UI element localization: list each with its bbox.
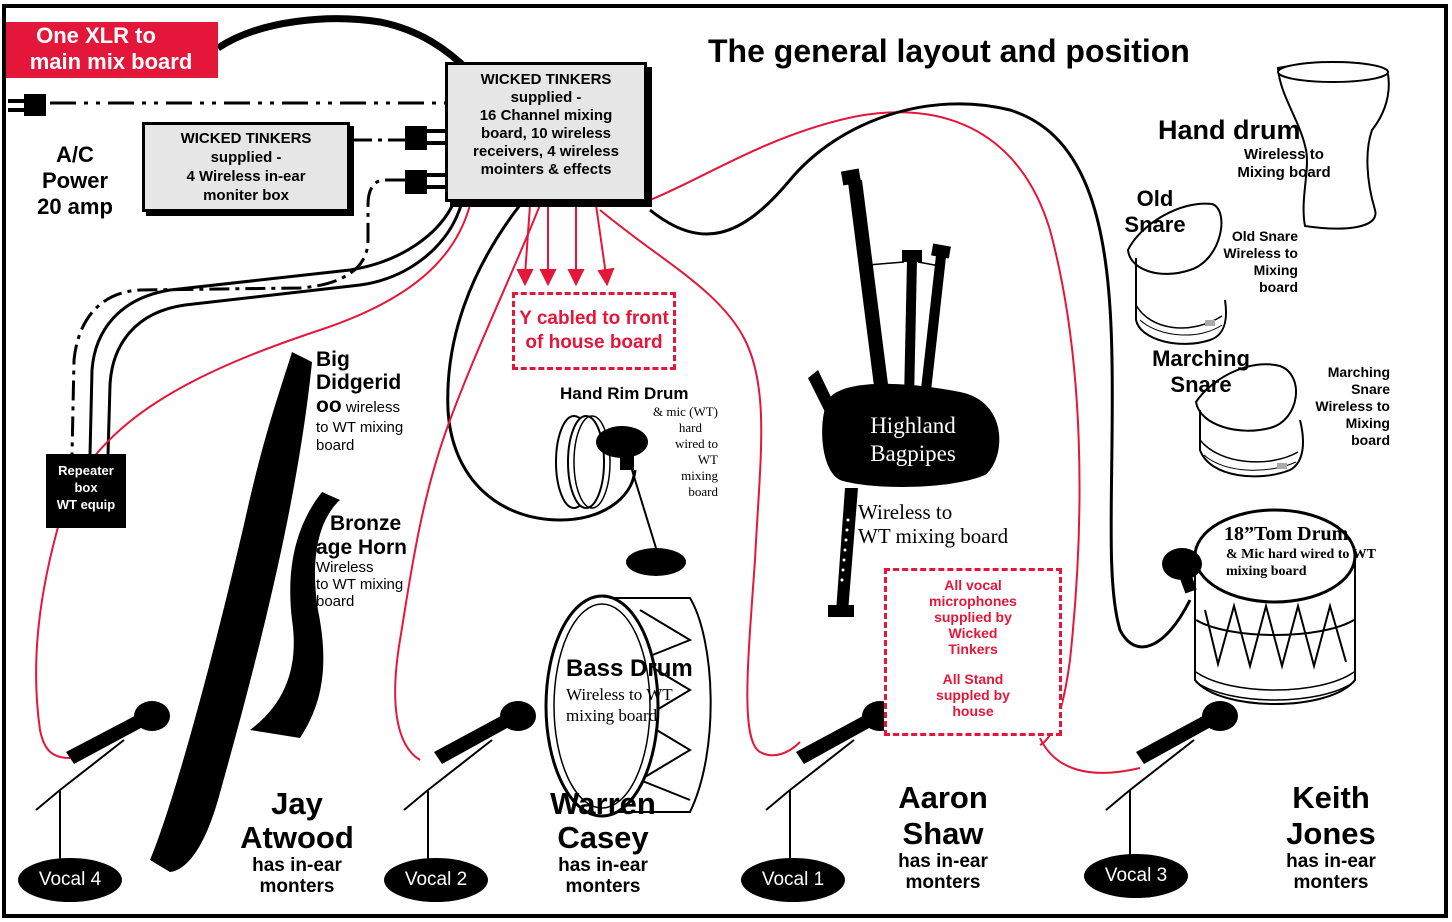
bagpipes-shape bbox=[808, 168, 1000, 617]
bagpipes-note: Wireless to WT mixing board bbox=[858, 500, 1009, 548]
marching-snare-title: Marching Snare bbox=[1152, 346, 1250, 397]
hand-drum-shape bbox=[1276, 61, 1390, 230]
marching-snare-note: Marching Snare Wireless to Mixing board bbox=[1315, 364, 1390, 448]
plug-icon bbox=[405, 126, 427, 150]
vocal4-badge-shape bbox=[18, 858, 122, 902]
mic-stand-vocal3 bbox=[1105, 701, 1238, 870]
hand-drum-title: Hand drum bbox=[1158, 115, 1301, 145]
vocal-mics-note: All vocal microphones supplied by Wicked… bbox=[884, 568, 1062, 736]
repeater-box: Repeater box WT equip bbox=[46, 454, 126, 528]
rim-drum-note: & mic (WT) hard wired to WT mixing board bbox=[653, 404, 718, 499]
old-snare-title: Old Snare bbox=[1124, 186, 1186, 237]
xlr-line-2: main mix board bbox=[29, 49, 193, 74]
bass-drum-title: Bass Drum bbox=[566, 655, 693, 682]
y-cable-note: Y cabled to front of house board bbox=[512, 292, 676, 370]
diagram-border bbox=[2, 4, 1448, 918]
marching-snare-shape bbox=[1194, 363, 1304, 478]
didgeridoo-shape bbox=[150, 352, 312, 872]
page-title: The general layout and position bbox=[708, 33, 1190, 69]
tom-drum-shape bbox=[1193, 508, 1357, 705]
performer-keith-jones: Keith Jones has in-ear monters bbox=[1286, 780, 1376, 893]
vocal-3-label: Vocal 3 bbox=[1104, 865, 1168, 886]
old-snare-shape bbox=[1126, 202, 1228, 345]
monitor-box: WICKED TINKERS supplied - 4 Wireless in-… bbox=[142, 122, 350, 212]
xlr-cable bbox=[216, 15, 473, 75]
vocal-2-label: Vocal 2 bbox=[404, 869, 468, 890]
xlr-line-1: One XLR to bbox=[36, 23, 156, 48]
vocal-1-label: Vocal 1 bbox=[761, 869, 825, 890]
mic-stand-vocal2 bbox=[403, 701, 536, 870]
power-plug-icon bbox=[24, 94, 46, 116]
y-cable-arrows bbox=[516, 204, 615, 287]
vocal3-badge-shape bbox=[1084, 854, 1188, 898]
tom-mic-icon bbox=[1162, 548, 1202, 594]
performer-warren-casey: Warren Casey has in-ear monters bbox=[550, 786, 656, 897]
didgeridoo-label: Big Didgerid oo wireless to WT mixing bo… bbox=[316, 348, 404, 454]
rim-drum-title: Hand Rim Drum bbox=[560, 384, 689, 403]
vocal2-badge-shape bbox=[384, 858, 488, 902]
tom-drum-note: & Mic hard wired to WT mixing board bbox=[1226, 547, 1376, 579]
mixer-box: WICKED TINKERS supplied - 16 Channel mix… bbox=[445, 62, 647, 202]
performer-aaron-shaw: Aaron Shaw has in-ear monters bbox=[898, 780, 988, 893]
horn-label: Bronze age Horn Wireless to WT mixing bo… bbox=[316, 512, 408, 610]
tom-drum-title: 18”Tom Drum bbox=[1224, 523, 1349, 545]
performer-jay-atwood: Jay Atwood has in-ear monters bbox=[240, 786, 354, 897]
bronze-horn-shape bbox=[250, 492, 340, 738]
vocal-4-label: Vocal 4 bbox=[38, 869, 102, 890]
old-snare-note: Old Snare Wireless to Mixing board bbox=[1223, 228, 1298, 295]
power-label: A/C Power 20 amp bbox=[37, 142, 113, 219]
bagpipes-title: Highland Bagpipes bbox=[870, 413, 956, 466]
bass-drum-shape bbox=[544, 594, 712, 818]
xlr-label: One XLR to main mix board bbox=[6, 22, 218, 78]
vocal1-badge-shape bbox=[741, 858, 845, 902]
rim-mic-icon bbox=[596, 426, 648, 458]
plug-icon bbox=[405, 170, 427, 194]
hand-drum-note: Wireless to Mixing board bbox=[1237, 146, 1331, 181]
mic-stand-vocal4 bbox=[35, 701, 170, 870]
bass-drum-note: Wireless to WT mixing board bbox=[566, 685, 673, 725]
